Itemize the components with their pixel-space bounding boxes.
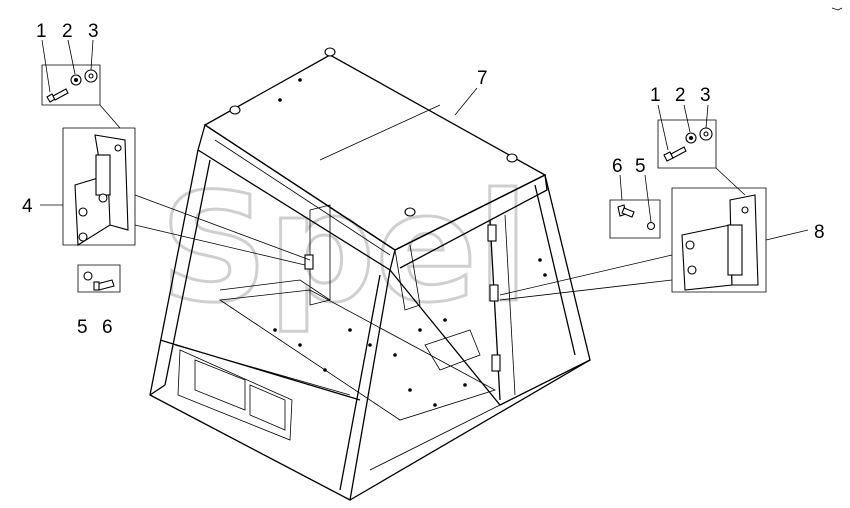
- corner-mark: [831, 7, 843, 11]
- right-hinge-group: [499, 187, 767, 301]
- washer-icon: [699, 127, 713, 141]
- callout-1-right: 1: [650, 85, 661, 106]
- watermark: Spel: [160, 162, 529, 336]
- callout-5-right: 5: [635, 156, 646, 177]
- screw-icon: [93, 279, 115, 291]
- callout-7: 7: [477, 68, 488, 89]
- left-bottom-hardware-group: [77, 264, 121, 293]
- callout-4: 4: [22, 196, 33, 217]
- hinge-icon: [74, 134, 129, 246]
- left-hardware-group: [41, 64, 101, 106]
- nut-icon: [83, 271, 93, 281]
- callout-2-left: 2: [62, 21, 73, 42]
- lock-washer-icon: [70, 74, 82, 86]
- left-hinge-group: [62, 127, 311, 266]
- callout-5-left: 5: [77, 317, 88, 338]
- bolt-icon: [663, 146, 687, 162]
- callout-2-right: 2: [675, 85, 686, 106]
- screw-icon: [617, 204, 635, 218]
- callout-6-left: 6: [102, 317, 113, 338]
- washer-icon: [84, 69, 98, 83]
- right-small-hardware-group: [609, 199, 661, 239]
- leader-lines: [40, 39, 809, 241]
- cab-frame: [149, 47, 591, 501]
- callout-labels: 1 2 3 4 5 6 7 8 1 2 3 6 5: [22, 21, 825, 338]
- bolt-icon: [46, 88, 69, 103]
- lock-washer-icon: [685, 132, 697, 144]
- callout-8: 8: [814, 222, 825, 243]
- callout-3-left: 3: [88, 21, 99, 42]
- callout-1-left: 1: [36, 21, 47, 42]
- hinge-icon: [681, 194, 759, 291]
- callout-3-right: 3: [700, 85, 711, 106]
- callout-6-right: 6: [612, 156, 623, 177]
- nut-icon: [646, 221, 656, 231]
